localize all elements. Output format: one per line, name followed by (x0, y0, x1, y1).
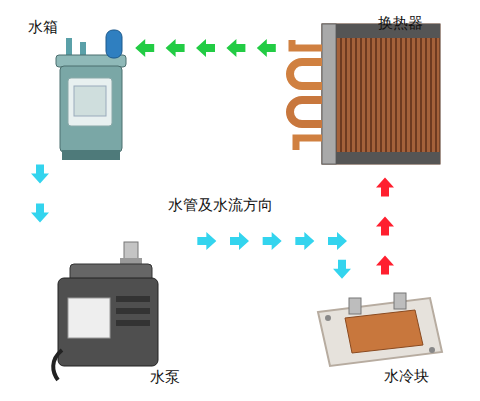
flow-arrow (31, 165, 49, 184)
water-flow-connector (197, 232, 351, 279)
water-tank: 水箱 (24, 14, 130, 154)
flow-arrow (295, 232, 314, 250)
water-flow-connector (376, 178, 394, 275)
flow-arrow (328, 232, 347, 250)
part-label: 换热器 (378, 14, 423, 32)
flow-arrow (135, 39, 154, 57)
flow-arrow (230, 232, 249, 250)
flow-arrow (263, 232, 282, 250)
water-tank-picture (56, 30, 126, 160)
part-label: 水箱 (28, 18, 58, 36)
flow-arrow (376, 256, 394, 275)
part-label: 水冷块 (384, 367, 429, 385)
part-label: 水泵 (150, 368, 180, 386)
flow-arrow (196, 39, 215, 57)
water-block: 水冷块 (306, 285, 466, 391)
flow-note: 水管及水流方向 (168, 196, 273, 214)
water-pump: 水泵 (30, 232, 190, 392)
pump-picture (53, 242, 158, 380)
water-flow-connector (135, 39, 276, 57)
flow-arrow (166, 39, 185, 57)
water-flow-connector (31, 165, 49, 223)
heat-exchanger: 换热器 (282, 8, 444, 168)
flow-arrow (376, 178, 394, 197)
flow-arrow (31, 204, 49, 223)
flow-arrow (197, 232, 216, 250)
heat-exchanger-picture (290, 24, 440, 164)
flow-arrow (376, 217, 394, 236)
flow-arrow (333, 260, 351, 279)
water-block-picture (318, 293, 442, 366)
flow-arrow (257, 39, 276, 57)
flow-arrow (226, 39, 245, 57)
